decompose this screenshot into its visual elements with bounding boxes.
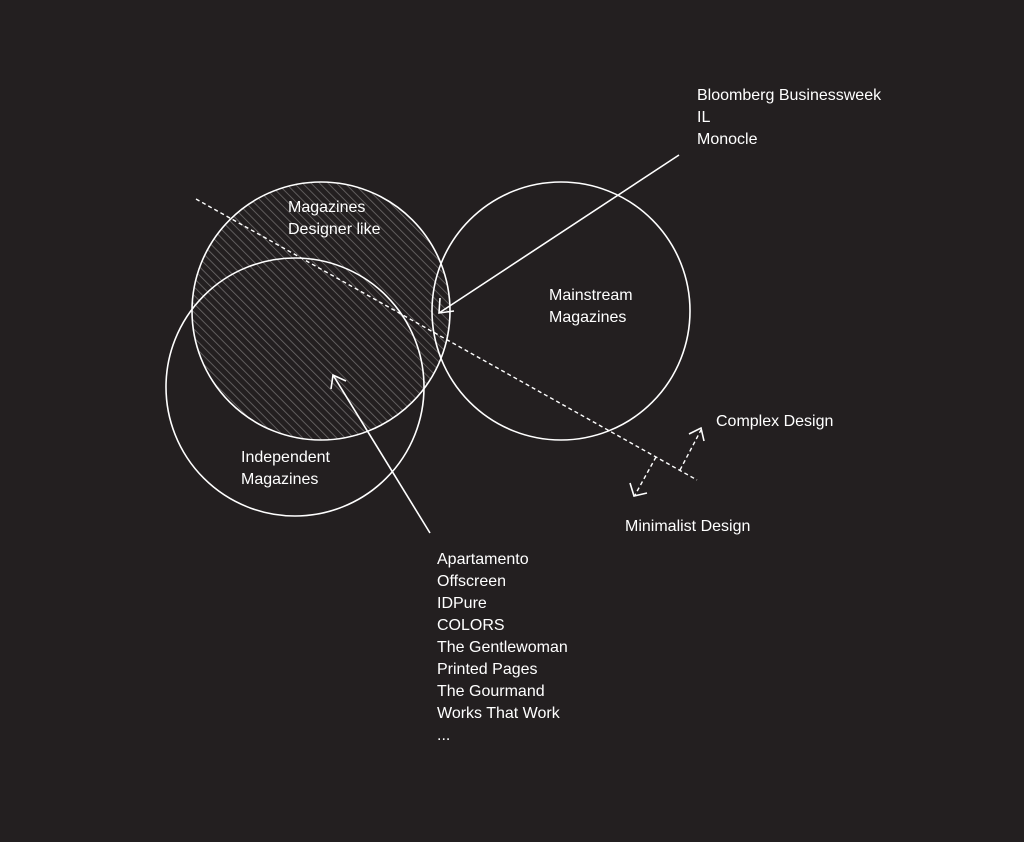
list-item: The Gourmand [437,683,545,700]
mainstream-magazines-label: Mainstream Magazines [549,285,633,329]
list-item: Offscreen [437,573,507,590]
mainstream-examples-list: Bloomberg Businessweek IL Monocle [697,85,881,151]
complex-design-label: Complex Design [716,413,834,430]
designer-examples-list: Apartamento Offscreen IDPure COLORS The … [437,549,568,747]
list-item: IDPure [437,595,487,612]
design-complexity-divider [195,198,698,481]
mainstream-label-line: Magazines [549,309,627,326]
designer-circle-hatch [192,182,450,440]
list-item: The Gentlewoman [437,639,568,656]
list-item: Works That Work [437,705,560,722]
list-item: Monocle [697,131,758,148]
list-item: IL [697,109,711,126]
arrow-icon [438,154,680,314]
designer-label-line: Magazines [288,199,366,216]
list-item: Printed Pages [437,661,538,678]
mainstream-label-line: Mainstream [549,287,633,304]
list-item: COLORS [437,617,505,634]
mainstream-magazines-circle [431,181,691,441]
list-item: ... [437,727,451,744]
independent-label-line: Independent [241,449,330,466]
double-arrow-icon [629,426,705,497]
independent-label-line: Magazines [241,471,319,488]
designer-magazines-label: Magazines Designer like [288,197,380,241]
list-item: Bloomberg Businessweek [697,87,882,104]
independent-magazines-label: Independent Magazines [241,447,330,491]
minimalist-design-label: Minimalist Design [625,518,751,535]
list-item: Apartamento [437,551,529,568]
arrow-icon [330,373,431,534]
independent-magazines-circle [165,257,425,517]
designer-label-line: Designer like [288,221,381,238]
